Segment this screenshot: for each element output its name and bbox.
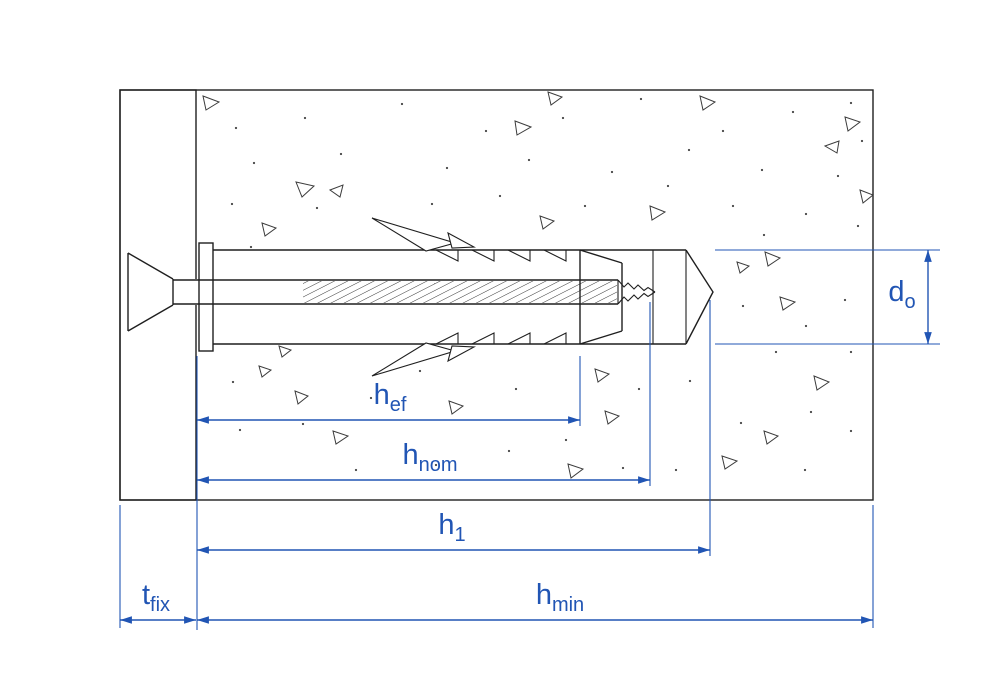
screw (127, 252, 656, 332)
screw-tip-bottom (617, 291, 656, 305)
screw-tip-top (617, 279, 656, 293)
cone-outline (685, 249, 714, 345)
label-h-1: h1 (438, 509, 465, 546)
label-h-nom: hnom (402, 439, 457, 476)
plug-barbs-top (435, 249, 567, 262)
dimension-d-o: do (715, 249, 940, 345)
dimension-h-min: hmin (197, 505, 874, 628)
plug-wing-top (371, 217, 457, 252)
dimension-h-nom: hnom (197, 302, 651, 486)
dimension-t-fix: tfix (119, 505, 196, 628)
wall-plug (198, 217, 686, 377)
screw-head-mask (128, 253, 197, 331)
dimension-h-1: h1 (197, 300, 711, 556)
plug-wing-bottom (371, 342, 457, 377)
plug-nose-taper (579, 249, 623, 345)
screw-thread (303, 281, 617, 303)
plug-wing-bottom-small (447, 345, 477, 363)
label-t-fix: tfix (142, 579, 170, 616)
label-d-o: do (888, 276, 915, 313)
plug-wing-top-small (447, 231, 477, 249)
label-h-min: hmin (536, 579, 584, 616)
plug-barbs-bottom (435, 332, 567, 345)
dimension-h-ef: hef (196, 356, 581, 630)
plug-collar (198, 242, 214, 352)
label-h-ef: hef (374, 379, 407, 416)
screw-countersunk-head (127, 252, 174, 332)
drill-hole-tip (685, 249, 714, 345)
screw-shank (173, 279, 618, 305)
concrete-texture (202, 91, 874, 479)
